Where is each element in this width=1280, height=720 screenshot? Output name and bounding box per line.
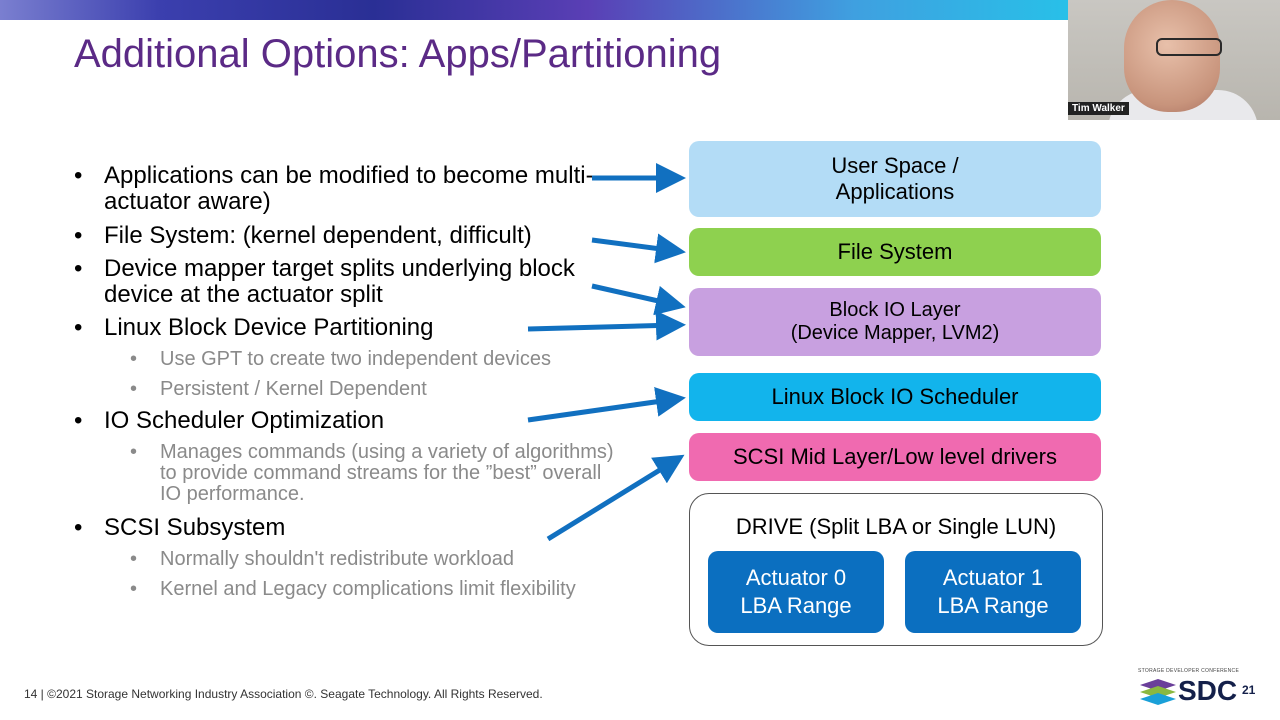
sdc-layers-icon bbox=[1140, 679, 1176, 705]
presenter-head bbox=[1124, 0, 1220, 112]
sub-bullet-text: Persistent / Kernel Dependent bbox=[160, 378, 427, 400]
file-system-label: File System bbox=[837, 239, 953, 264]
user-space-layer: User Space / Applications bbox=[689, 141, 1101, 217]
slide-title: Additional Options: Apps/Partitioning bbox=[74, 32, 722, 76]
bullet-dot: • bbox=[130, 578, 138, 600]
actuator-1-label-line1: Actuator 1 bbox=[942, 565, 1044, 590]
sub-bullet-text: Normally shouldn't redistribute workload bbox=[160, 548, 514, 570]
block-io-label-line2: (Device Mapper, LVM2) bbox=[790, 322, 1000, 344]
user-space-label-line1: User Space / bbox=[831, 153, 959, 178]
sdc-logo-year: 21 bbox=[1242, 683, 1256, 697]
slide-footer: 14 | ©2021 Storage Networking Industry A… bbox=[24, 687, 543, 701]
arrow-partitioning bbox=[527, 310, 686, 341]
sdc-logo: SDC 21 bbox=[1138, 675, 1260, 707]
actuator-0-label-line1: Actuator 0 bbox=[745, 565, 847, 590]
bullet-dot: • bbox=[130, 441, 138, 463]
arrow-scheduler bbox=[527, 386, 686, 423]
sub-bullet-text: Kernel and Legacy complications limit fl… bbox=[160, 578, 576, 600]
bullet-text: Device mapper target splits underlying b… bbox=[104, 255, 575, 308]
arrow-file-system bbox=[591, 233, 686, 264]
bullet-text: SCSI Subsystem bbox=[104, 514, 286, 541]
presenter-glasses bbox=[1156, 38, 1222, 56]
actuator-0-label-line2: LBA Range bbox=[740, 593, 852, 618]
sub-bullet-text: Manages commands (using a variety of alg… bbox=[160, 441, 614, 505]
bullet-dot: • bbox=[74, 222, 83, 249]
bullet-dot: • bbox=[74, 255, 83, 282]
scsi-layer: SCSI Mid Layer/Low level drivers bbox=[689, 433, 1101, 481]
drive-box: DRIVE (Split LBA or Single LUN) Actuator… bbox=[689, 493, 1103, 646]
arrow-device-mapper bbox=[591, 283, 686, 316]
scsi-label: SCSI Mid Layer/Low level drivers bbox=[732, 444, 1057, 469]
bullet-dot: • bbox=[130, 348, 138, 370]
block-io-scheduler-layer: Linux Block IO Scheduler bbox=[689, 373, 1101, 421]
presenter-name-tag: Tim Walker bbox=[1068, 102, 1129, 115]
bullet-text: IO Scheduler Optimization bbox=[104, 407, 385, 434]
header-banner bbox=[0, 0, 1068, 20]
bullet-dot: • bbox=[74, 407, 83, 434]
user-space-label-line2: Applications bbox=[835, 179, 955, 204]
bullet-dot: • bbox=[74, 514, 83, 541]
bullet-dot: • bbox=[74, 162, 83, 189]
sdc-logo-text: SDC bbox=[1178, 675, 1238, 706]
bullet-dot: • bbox=[130, 378, 138, 400]
file-system-layer: File System bbox=[689, 228, 1101, 276]
actuator-1-label-line2: LBA Range bbox=[937, 593, 1049, 618]
webcam-video: Tim Walker bbox=[1068, 0, 1280, 120]
bullet-text: Linux Block Device Partitioning bbox=[104, 314, 434, 341]
arrow-scsi bbox=[546, 454, 685, 542]
sub-bullet-text: Use GPT to create two independent device… bbox=[160, 348, 551, 370]
conference-label: STORAGE DEVELOPER CONFERENCE bbox=[1138, 668, 1240, 674]
drive-label: DRIVE (Split LBA or Single LUN) bbox=[735, 514, 1057, 539]
bullet-text: File System: (kernel dependent, difficul… bbox=[104, 222, 532, 249]
scheduler-label: Linux Block IO Scheduler bbox=[771, 384, 1019, 409]
bullet-dot: • bbox=[130, 548, 138, 570]
actuator-0-box: Actuator 0 LBA Range bbox=[708, 551, 884, 633]
bullet-dot: • bbox=[74, 314, 83, 341]
block-io-label-line1: Block IO Layer bbox=[829, 299, 961, 321]
block-io-layer: Block IO Layer (Device Mapper, LVM2) bbox=[689, 288, 1101, 356]
actuator-1-box: Actuator 1 LBA Range bbox=[905, 551, 1081, 633]
bullet-text: Applications can be modified to become m… bbox=[104, 162, 594, 215]
